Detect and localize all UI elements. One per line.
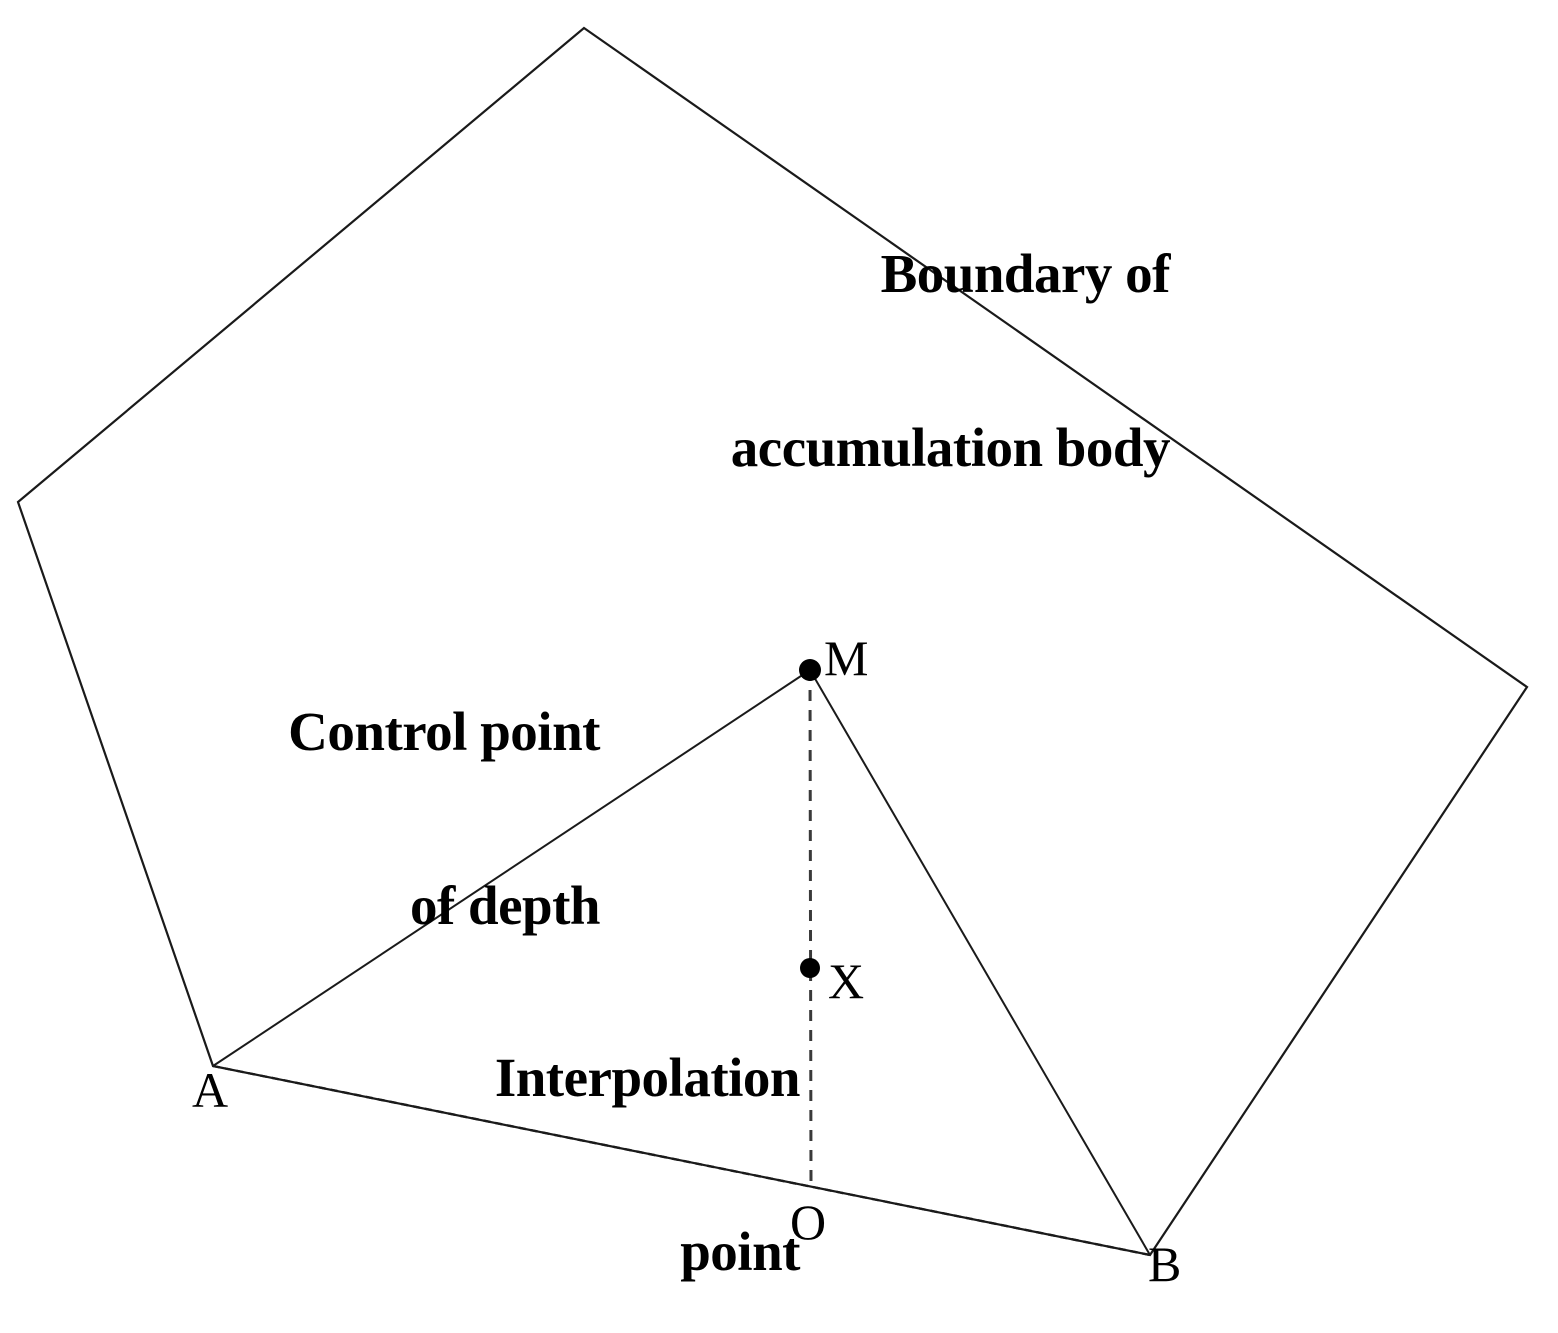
point-marker-m: [799, 659, 821, 681]
point-label-b: B: [1148, 1236, 1182, 1292]
point-label-o: O: [790, 1194, 827, 1250]
accumulation-body-boundary-polygon: [16, 26, 1529, 1257]
segment-a-to-m: [212, 669, 811, 1067]
boundary-label-line-2: accumulation body: [730, 417, 1171, 479]
boundary-of-accumulation-body-label: Boundary of accumulation body: [730, 128, 1171, 594]
point-label-a: A: [192, 1062, 229, 1118]
interpolation-label-line-2: point: [680, 1221, 800, 1283]
boundary-label-line-1: Boundary of: [880, 242, 1171, 304]
point-label-x: X: [828, 953, 865, 1009]
interpolation-point-label: Interpolation point: [494, 932, 801, 1333]
segment-a-to-b-dashed: [212, 1064, 1151, 1257]
control-point-label-line-1: Control point: [288, 700, 600, 762]
control-point-label-line-2: of depth: [409, 875, 601, 937]
point-marker-x: [800, 958, 820, 978]
interpolation-label-line-1: Interpolation: [494, 1046, 801, 1108]
segment-m-to-b: [809, 669, 1151, 1256]
segment-m-to-o-dashed: [808, 669, 813, 1187]
point-label-m: M: [824, 630, 869, 686]
control-point-of-depth-label: Control point of depth: [288, 586, 600, 1052]
